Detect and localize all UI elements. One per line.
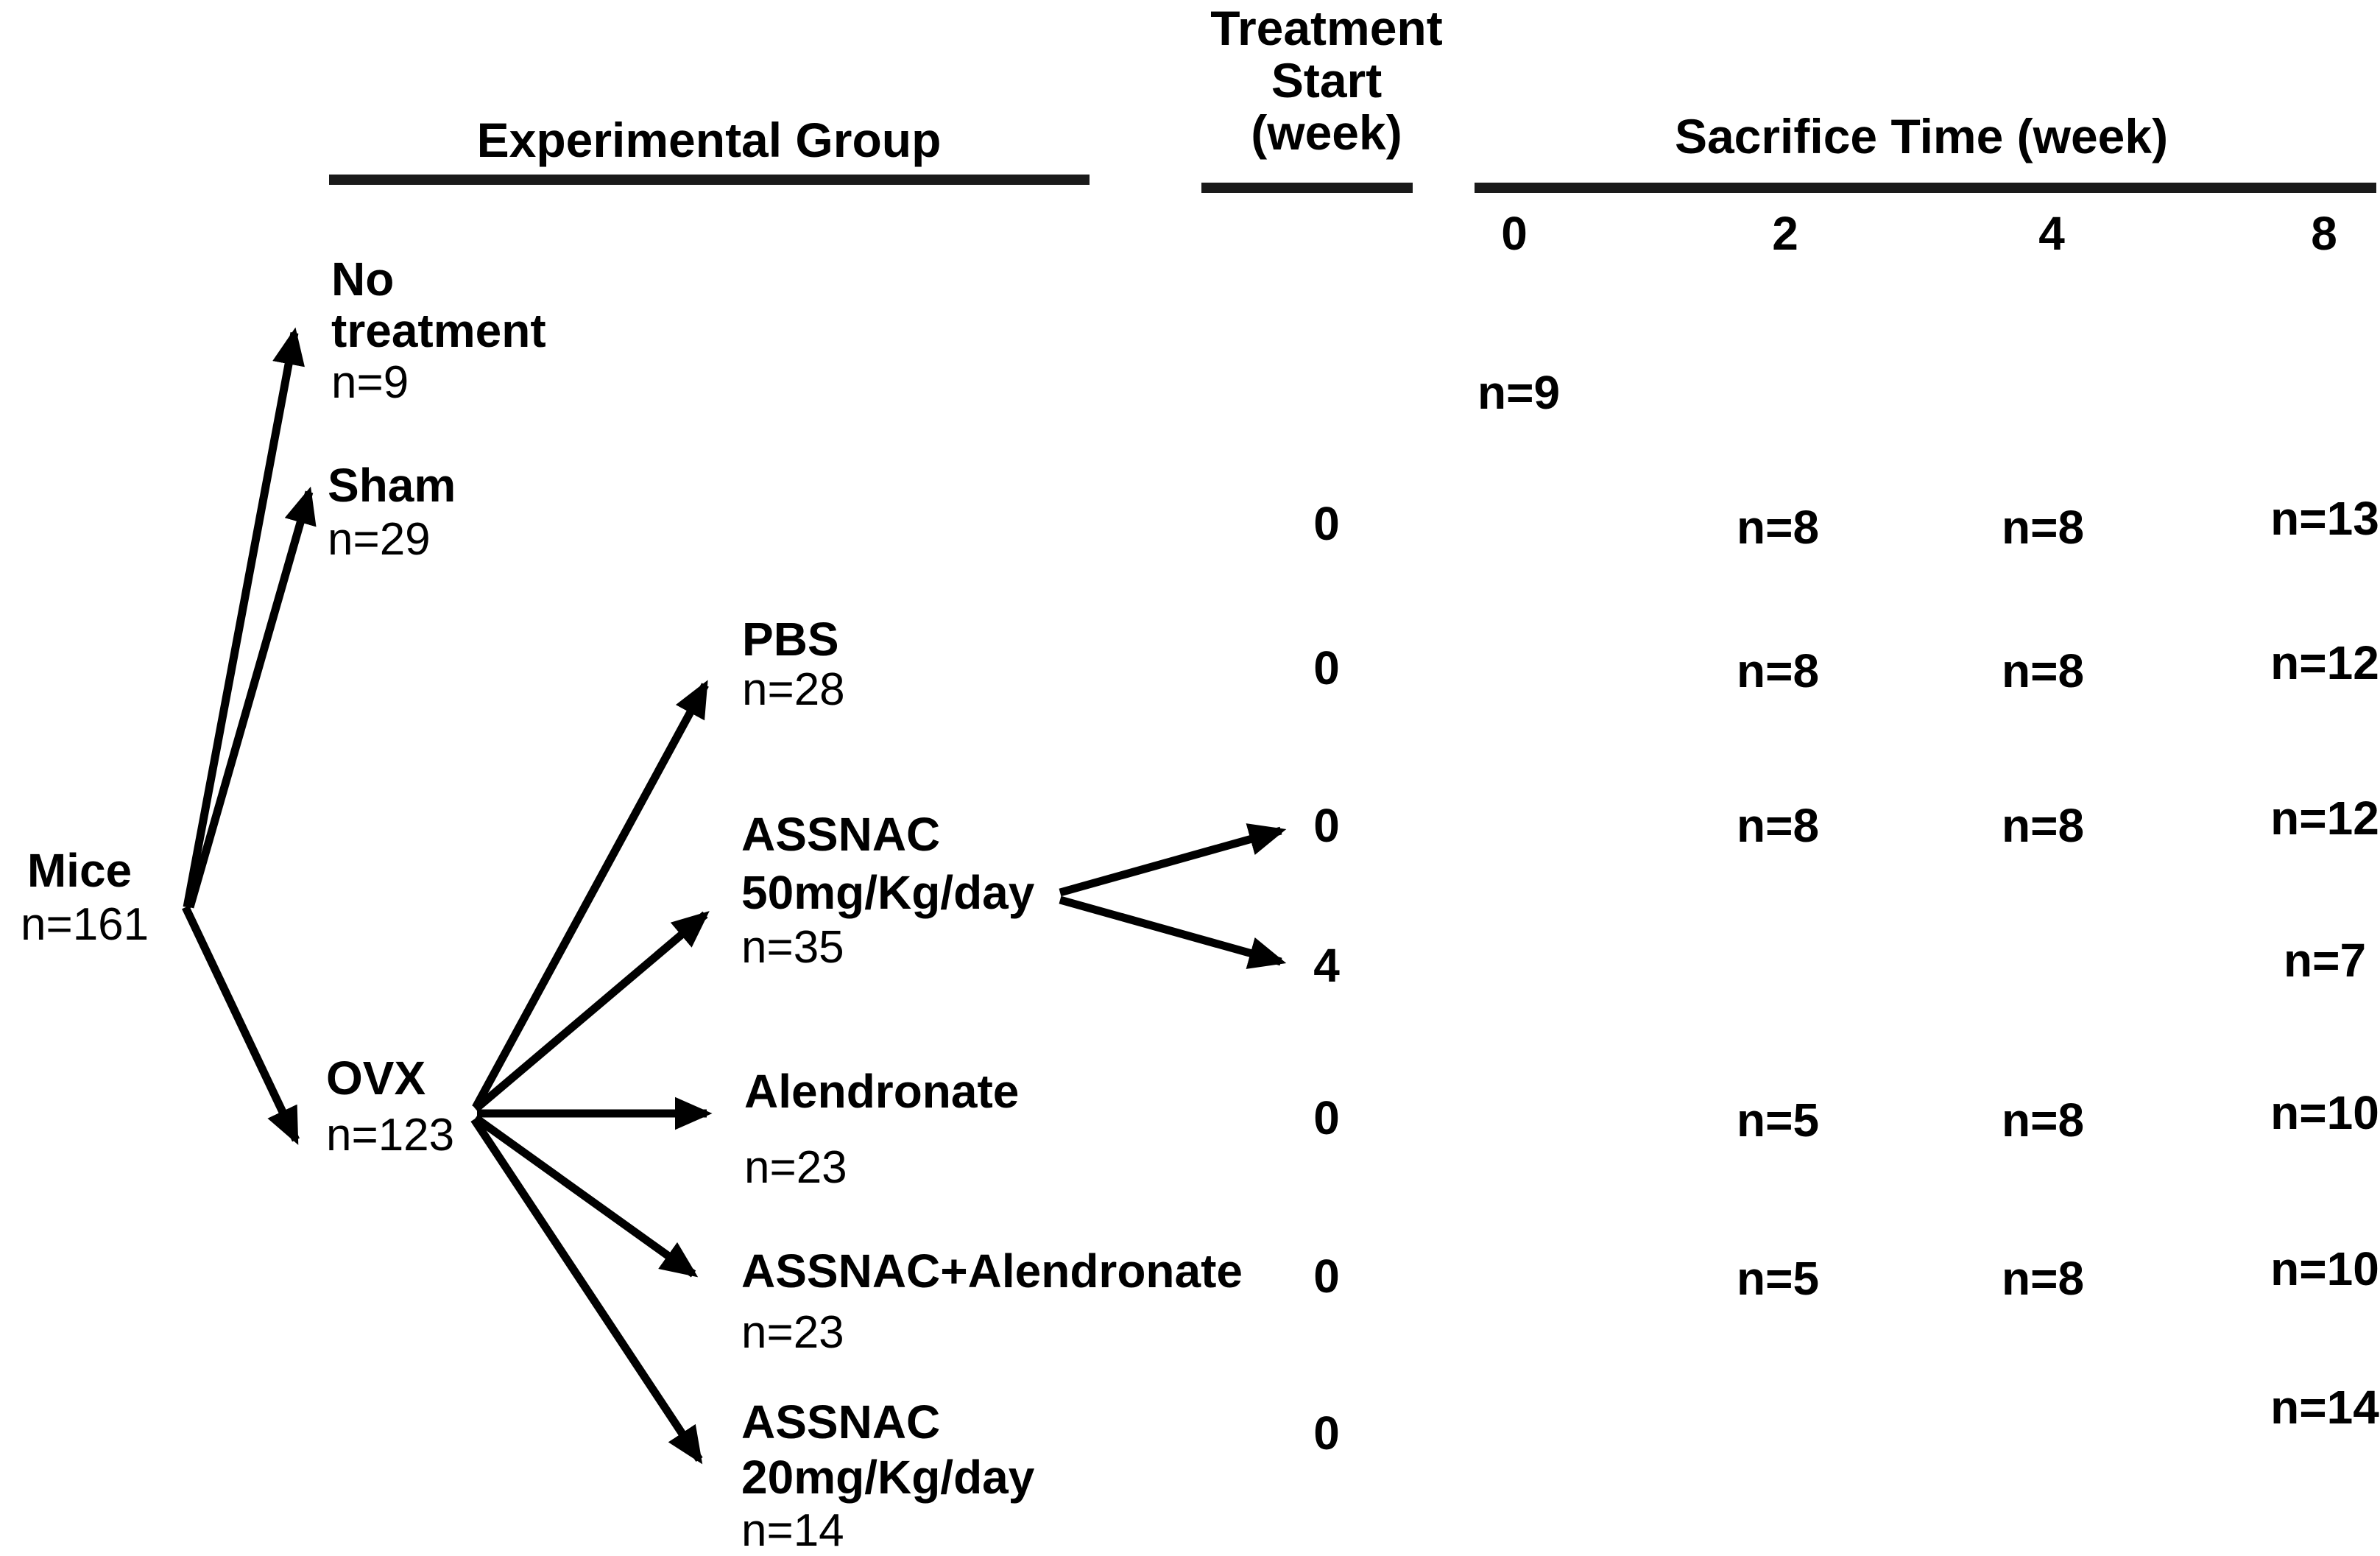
- arrow-ovx-to-assnac20: [470, 1116, 703, 1465]
- sacrifice-w2-sham: n=8: [1736, 501, 1820, 554]
- start-value-assnac50-w0: 0: [1313, 799, 1340, 852]
- sacrifice-time-underline: [1475, 183, 2376, 193]
- sacrifice-w2-assnac50: n=8: [1736, 799, 1820, 852]
- arrow-ovx-to-assnac-plus-alendronate: [473, 1114, 699, 1278]
- sacrifice-w0-no-treatment: n=9: [1477, 366, 1561, 419]
- arrow-assnac50-to-start0: [1059, 823, 1287, 897]
- node-assnac-plus-alendronate-label: ASSNAC+Alendronate: [741, 1245, 1243, 1298]
- arrow-ovx-to-pbs: [472, 680, 709, 1110]
- node-no-treatment-n: n=9: [331, 357, 409, 408]
- sacrifice-w2-assnac-plus-alendronate: n=5: [1736, 1252, 1820, 1305]
- week-label-4: 4: [2038, 207, 2065, 260]
- sacrifice-w8-assnac20: n=14: [2270, 1381, 2379, 1434]
- week-label-2: 2: [1772, 207, 1798, 260]
- sacrifice-w4-sham: n=8: [2001, 501, 2085, 554]
- node-no-treatment-label-line1: No: [331, 253, 395, 306]
- node-assnac20-label-line2: 20mg/Kg/day: [741, 1451, 1035, 1504]
- experimental-group-underline: [329, 175, 1090, 185]
- node-assnac50-label-line1: ASSNAC: [741, 808, 941, 861]
- arrow-mice-to-ovx: [182, 905, 300, 1145]
- arrow-mice-to-sham: [186, 486, 317, 909]
- node-pbs-label: PBS: [742, 613, 839, 666]
- start-value-sham: 0: [1313, 497, 1340, 550]
- node-ovx-n: n=123: [326, 1110, 455, 1161]
- arrow-assnac50-to-start4: [1059, 895, 1287, 969]
- arrow-ovx-to-assnac50: [473, 911, 710, 1113]
- arrow-mice-to-no-treatment: [183, 327, 305, 909]
- treatment-start-header-line2: Start: [1271, 53, 1383, 108]
- node-assnac20-n: n=14: [741, 1505, 844, 1556]
- start-value-pbs: 0: [1313, 641, 1340, 694]
- sacrifice-w8-sham: n=13: [2270, 492, 2379, 545]
- start-value-assnac50-w4: 4: [1313, 939, 1340, 992]
- node-ovx-label: OVX: [326, 1052, 426, 1105]
- node-assnac20-label-line1: ASSNAC: [741, 1395, 941, 1448]
- start-value-alendronate: 0: [1313, 1091, 1340, 1144]
- start-value-assnac20: 0: [1313, 1407, 1340, 1460]
- node-assnac50-label-line2: 50mg/Kg/day: [741, 866, 1035, 919]
- sacrifice-w2-pbs: n=8: [1736, 644, 1820, 697]
- experimental-group-header: Experimental Group: [476, 113, 942, 167]
- start-value-assnac-plus-alendronate: 0: [1313, 1250, 1340, 1303]
- sacrifice-w4-pbs: n=8: [2001, 644, 2085, 697]
- sacrifice-w4-assnac-plus-alendronate: n=8: [2001, 1252, 2085, 1305]
- node-no-treatment-label-line2: treatment: [331, 304, 546, 357]
- week-label-8: 8: [2311, 207, 2337, 260]
- sacrifice-w8-assnac50-start4: n=7: [2283, 934, 2367, 987]
- sacrifice-w8-assnac50-start0: n=12: [2270, 792, 2379, 845]
- sacrifice-w4-alendronate: n=8: [2001, 1094, 2085, 1147]
- node-assnac50-n: n=35: [741, 922, 844, 973]
- sacrifice-w8-pbs: n=12: [2270, 636, 2379, 689]
- node-alendronate-label: Alendronate: [744, 1065, 1020, 1118]
- node-sham-label: Sham: [328, 459, 456, 512]
- sacrifice-w8-assnac-plus-alendronate: n=10: [2270, 1242, 2379, 1295]
- treatment-start-underline: [1201, 183, 1413, 193]
- node-assnac-plus-alendronate-n: n=23: [741, 1307, 844, 1358]
- sacrifice-w8-alendronate: n=10: [2270, 1086, 2379, 1139]
- sacrifice-w4-assnac50: n=8: [2001, 799, 2085, 852]
- node-mice-label: Mice: [27, 844, 133, 897]
- treatment-start-header-line3: (week): [1251, 105, 1402, 160]
- sacrifice-time-header: Sacrifice Time (week): [1674, 109, 2169, 163]
- node-pbs-n: n=28: [742, 664, 845, 715]
- treatment-start-header-line1: Treatment: [1210, 1, 1443, 55]
- node-mice-n: n=161: [21, 899, 149, 950]
- week-label-0: 0: [1501, 207, 1528, 260]
- node-alendronate-n: n=23: [744, 1142, 847, 1193]
- sacrifice-w2-alendronate: n=5: [1736, 1094, 1820, 1147]
- node-sham-n: n=29: [328, 514, 431, 565]
